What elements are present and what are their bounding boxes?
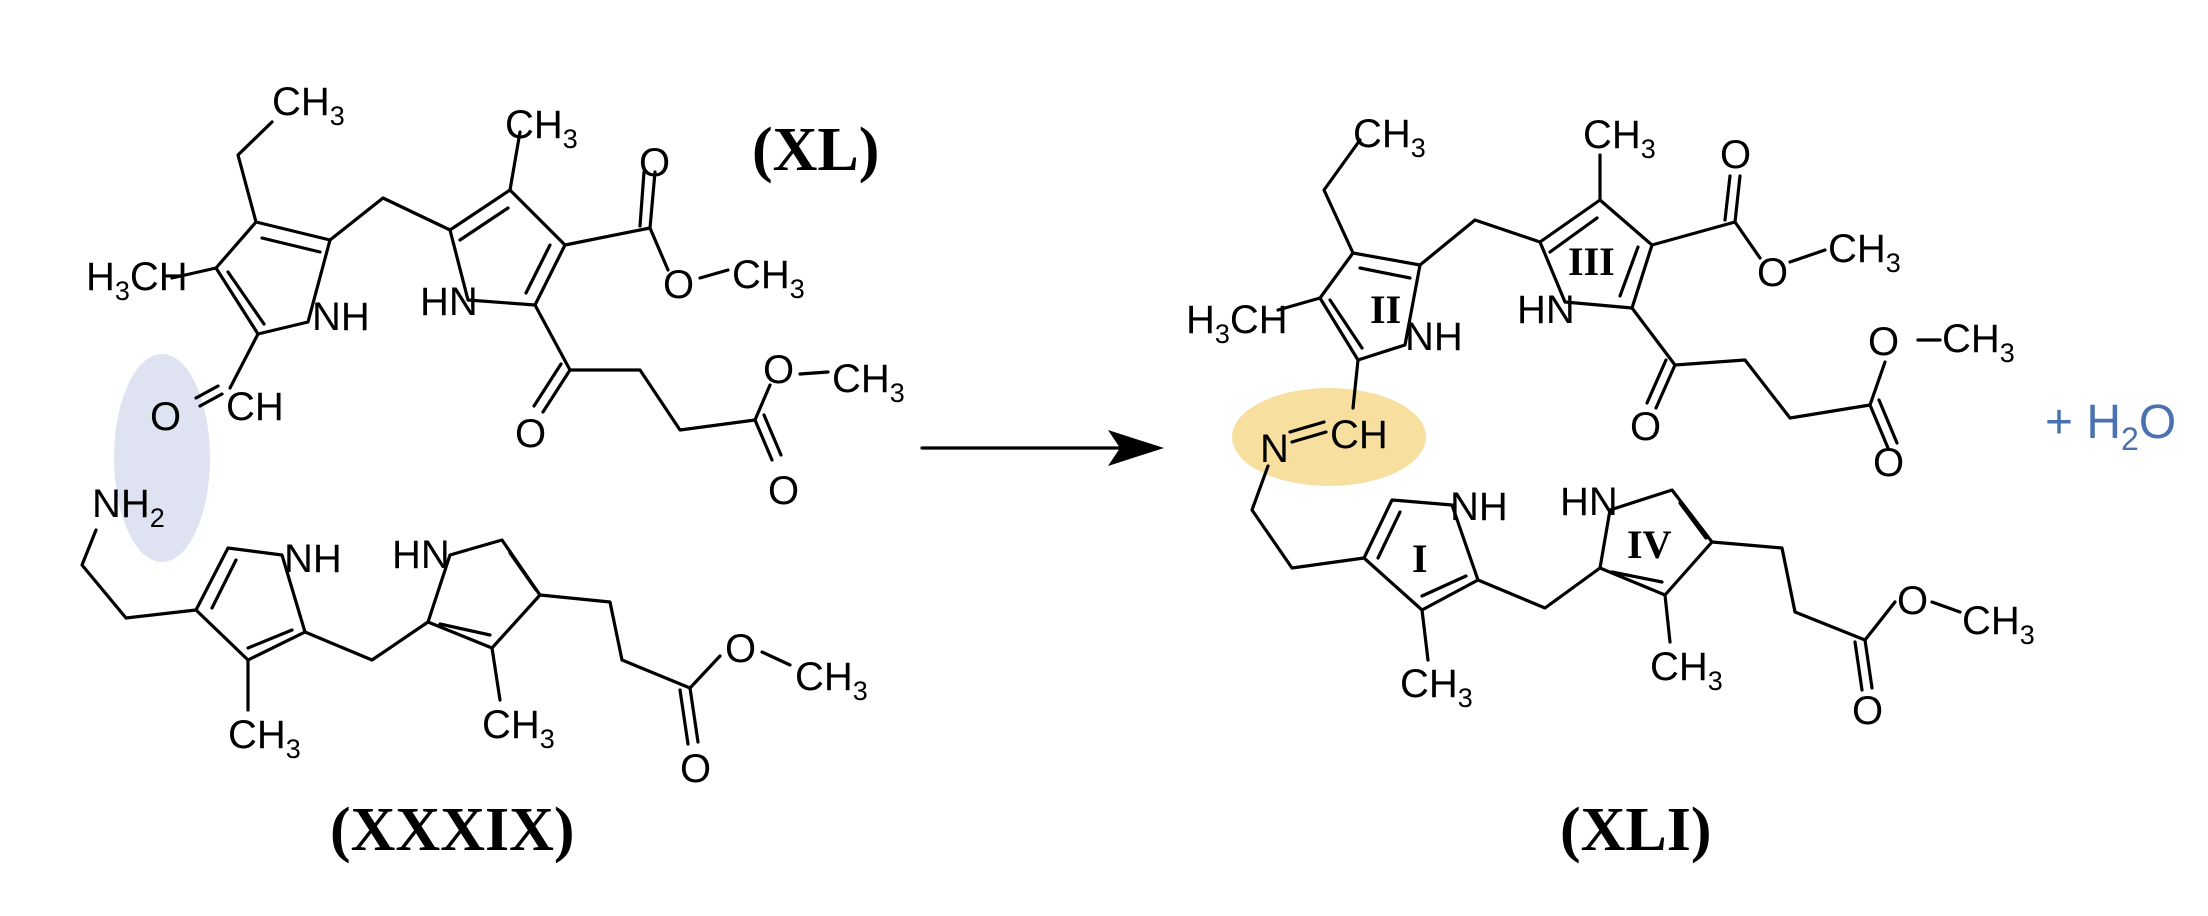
svg-text:CH3: CH3: [228, 713, 301, 764]
svg-text:NH: NH: [284, 537, 342, 581]
svg-text:NH: NH: [1405, 315, 1463, 359]
arrow-right-icon: [920, 430, 1164, 466]
svg-text:O: O: [1757, 251, 1788, 295]
svg-text:NH2: NH2: [92, 482, 165, 533]
svg-text:CH3: CH3: [272, 80, 345, 131]
ring-labels: II III I IV: [1370, 239, 1672, 581]
svg-text:CH3: CH3: [1962, 599, 2035, 650]
svg-text:CH3: CH3: [505, 103, 578, 154]
compound-XL-structure: [170, 120, 830, 462]
imine-highlight: [1232, 388, 1426, 486]
svg-text:CH3: CH3: [795, 655, 868, 706]
svg-text:CH3: CH3: [1353, 112, 1426, 163]
svg-text:N: N: [1260, 427, 1289, 471]
compound-XXXIX-structure: [80, 528, 792, 746]
svg-text:CH3: CH3: [1583, 113, 1656, 164]
compound-XLI-structure: [1250, 138, 1962, 692]
compound-label-XXXIX: (XXXIX): [330, 796, 575, 864]
svg-text:CH3: CH3: [1400, 662, 1473, 713]
svg-text:CH3: CH3: [1828, 227, 1901, 278]
ring-label-I: I: [1412, 536, 1428, 581]
svg-text:NH: NH: [1450, 485, 1508, 529]
svg-text:CH: CH: [1330, 413, 1388, 457]
svg-text:HN: HN: [1517, 288, 1575, 332]
svg-text:CH3: CH3: [482, 703, 555, 754]
svg-text:HN: HN: [1560, 480, 1618, 524]
svg-text:O: O: [1897, 579, 1928, 623]
compound-XL-atoms: CH3 H3CH NH O CH CH3 HN O O CH3 O O CH3 …: [86, 80, 905, 513]
svg-text:HN: HN: [420, 280, 478, 324]
compound-XXXIX-atoms: NH2 NH HN CH3 CH3 O CH3 O: [92, 482, 868, 791]
svg-text:O: O: [1852, 689, 1883, 733]
aldehyde-amine-highlight: [114, 354, 210, 562]
svg-text:NH: NH: [312, 295, 370, 339]
compound-label-XL: (XL): [752, 116, 879, 184]
svg-text:CH3: CH3: [732, 253, 805, 304]
svg-text:O: O: [150, 395, 181, 439]
ring-label-II: II: [1370, 287, 1401, 332]
svg-text:CH3: CH3: [1650, 645, 1723, 696]
compound-label-XLI: (XLI): [1560, 796, 1712, 864]
ring-label-III: III: [1568, 239, 1615, 284]
svg-text:O: O: [680, 747, 711, 791]
svg-text:O: O: [1873, 441, 1904, 485]
svg-text:H3CH: H3CH: [1186, 298, 1288, 349]
svg-text:H3CH: H3CH: [86, 255, 188, 306]
water-byproduct: + H2O: [2045, 396, 2176, 457]
svg-text:CH3: CH3: [832, 357, 905, 408]
svg-text:O: O: [515, 412, 546, 456]
svg-text:HN: HN: [392, 533, 450, 577]
svg-text:O: O: [1630, 405, 1661, 449]
svg-text:O: O: [1868, 320, 1899, 364]
svg-text:O: O: [663, 263, 694, 307]
svg-text:O: O: [1720, 133, 1751, 177]
svg-text:O: O: [639, 141, 670, 185]
ring-label-IV: IV: [1627, 522, 1672, 567]
compound-XLI-atoms: CH3 H3CH NH N CH CH3 HN O O CH3 O O CH3 …: [1186, 112, 2035, 733]
svg-text:CH: CH: [226, 385, 284, 429]
svg-text:O: O: [763, 348, 794, 392]
svg-text:O: O: [725, 627, 756, 671]
svg-text:CH3: CH3: [1942, 317, 2015, 368]
svg-text:O: O: [768, 469, 799, 513]
